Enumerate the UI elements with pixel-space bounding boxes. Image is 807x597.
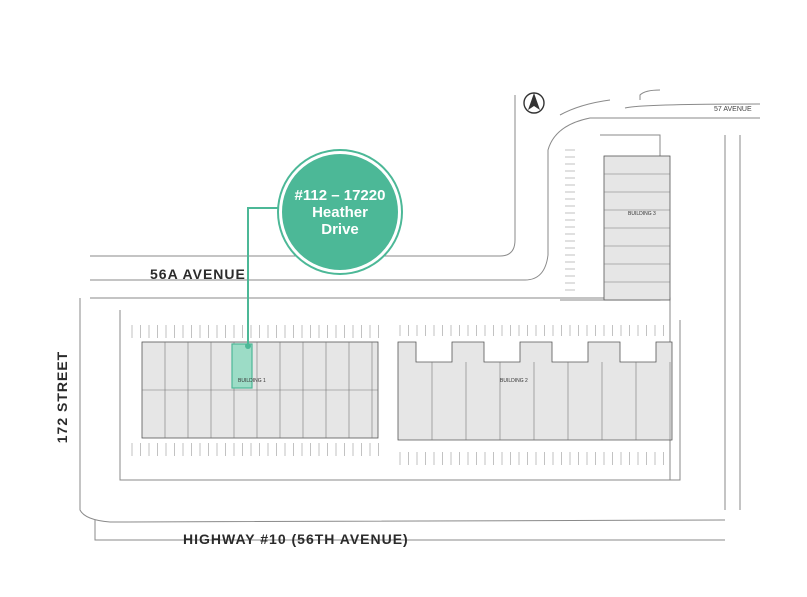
building-2 xyxy=(397,341,673,441)
north-arrow-icon xyxy=(523,92,545,114)
road-label-56a-avenue: 56A AVENUE xyxy=(150,266,246,282)
road-label-172-street: 172 STREET xyxy=(54,350,70,444)
building-3-label: BUILDING 3 xyxy=(628,211,656,217)
callout-line-2: Heather xyxy=(312,203,368,221)
road-label-highway-10: HIGHWAY #10 (56TH AVENUE) xyxy=(183,531,409,547)
building-1-label: BUILDING 1 xyxy=(238,378,266,384)
highlighted-unit-112 xyxy=(231,343,253,389)
callout-anchor-dot xyxy=(245,343,251,349)
callout-leader-line xyxy=(247,207,290,346)
callout-line-1: #112 – 17220 xyxy=(294,186,386,204)
road-label-57-avenue: 57 AVENUE xyxy=(714,106,752,113)
callout-line-3: Drive xyxy=(321,220,359,238)
parking-stalls xyxy=(131,149,664,465)
unit-callout-badge: #112 – 17220 Heather Drive xyxy=(279,151,401,273)
building-2-label: BUILDING 2 xyxy=(500,378,528,384)
